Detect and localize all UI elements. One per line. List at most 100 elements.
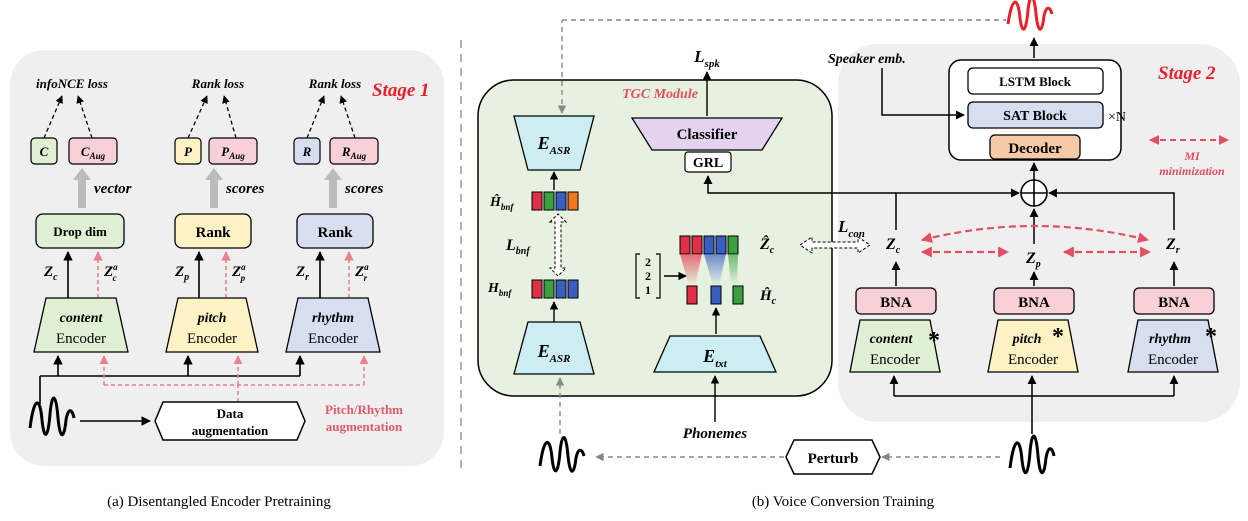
speaker-emb-label: Speaker emb. [828, 52, 906, 67]
bna-label-pitch: BNA [1018, 295, 1050, 311]
rhythm-encoder-a-name: rhythm [312, 311, 354, 326]
speaker-emb-arrow [881, 68, 965, 120]
rhythm-encoder-b-word: Encoder [1148, 352, 1198, 368]
pitch-rhythm-aug-line1: Pitch/Rhythm [325, 402, 403, 417]
grl-label: GRL [693, 156, 723, 171]
c-box-label: C [40, 144, 49, 159]
caption-a: (a) Disentangled Encoder Pretraining [107, 494, 331, 510]
input-routing-a [39, 355, 305, 426]
loss-label-rhythm: Rank loss [308, 76, 361, 91]
content-encoder-b [849, 319, 941, 373]
waveform-a-icon [28, 396, 76, 437]
bna-block-rhythm [1133, 287, 1215, 315]
zp-label-a: Zp [174, 264, 189, 283]
lstm-block [967, 67, 1104, 95]
c-aug-box [68, 137, 118, 165]
content-encoder-b-name: content [870, 332, 914, 347]
pitch-encoder-b [987, 319, 1079, 373]
data-augmentation-box [154, 401, 306, 441]
sum-connections [703, 175, 1175, 244]
perturb-label: Perturb [808, 451, 859, 467]
waveform-b-right-icon [1008, 434, 1056, 475]
decoder-block [989, 134, 1081, 160]
duration-3: 1 [645, 283, 651, 297]
rhythm-encoder-b [1127, 319, 1219, 373]
mi-label-1: MI [1183, 149, 1201, 163]
duration-vector: 2 2 1 [635, 253, 661, 299]
rhythm-encoder-a-word: Encoder [308, 331, 358, 347]
easr-top-label: EASR [537, 133, 571, 157]
h-bnf-hat-label: Ĥbnf [489, 193, 514, 212]
etxt-label: Etxt [702, 346, 728, 370]
p-aug-label: PAug [221, 144, 245, 161]
z-hat-c-label: Ẑc [759, 234, 775, 256]
decoder-label: Decoder [1008, 141, 1062, 157]
r-aug-box [329, 137, 379, 165]
p-box [174, 137, 202, 165]
h-bnf-hat-bars [531, 191, 579, 211]
r-box [293, 137, 321, 165]
easr-top [513, 115, 595, 171]
mi-z-arrows [920, 224, 1152, 258]
drop-dim-label: Drop dim [53, 224, 107, 239]
l-con-arrow [799, 236, 871, 254]
rank-label-rhythm: Rank [317, 225, 353, 241]
content-encoder-a [33, 297, 129, 353]
phonemes-label: Phonemes [683, 426, 747, 442]
sat-label: SAT Block [1003, 109, 1067, 124]
zc-label-a: Zc [43, 264, 58, 283]
classifier-label: Classifier [677, 127, 738, 143]
panel-b: Stage 2 TGC Module EASR Ĥbnf Lbnf Hbnf [477, 0, 1240, 510]
rank-block-rhythm [296, 213, 374, 249]
loss-label-content: infoNCE loss [36, 76, 108, 91]
h-hat-c-bars [686, 285, 744, 305]
scores-label-rhythm: scores [344, 181, 383, 197]
duration-2: 2 [645, 269, 651, 283]
rhythm-encoder-b-name: rhythm [1149, 332, 1191, 347]
scores-label-pitch: scores [225, 181, 264, 197]
h-hat-c-label: Ĥc [759, 287, 777, 307]
z-arrows-a [63, 251, 354, 298]
l-spk-label: Lspk [693, 47, 720, 70]
content-encoder-b-star: * [928, 328, 940, 354]
mi-label-2: minimization [1159, 164, 1225, 178]
panel-a: Stage 1 infoNCE loss Rank loss Rank loss… [10, 50, 444, 510]
grl-block [684, 151, 732, 173]
p-aug-box [208, 137, 258, 165]
pitch-encoder-b-name: pitch [1012, 332, 1042, 347]
data-aug-line2: augmentation [192, 423, 269, 438]
r-box-label: R [302, 144, 312, 159]
etxt-block [652, 335, 778, 373]
vector-label: vector [94, 181, 132, 197]
waveform-b-left-icon [538, 436, 586, 473]
gray-arrows-a [73, 168, 342, 208]
input-routing-b [889, 375, 1179, 434]
stage1-label: Stage 1 [372, 80, 430, 101]
bna-label-rhythm: BNA [1158, 295, 1190, 311]
pitch-rhythm-aug-line2: augmentation [326, 419, 403, 434]
stage2-label: Stage 2 [1158, 63, 1216, 84]
easr-bottom-label: EASR [537, 341, 571, 365]
h-bnf-bars [531, 279, 579, 299]
times-n-label: ×N [1108, 110, 1126, 125]
loss-label-pitch: Rank loss [191, 76, 244, 91]
c-aug-label: CAug [81, 144, 106, 161]
bna-block-pitch [993, 287, 1075, 315]
content-encoder-b-word: Encoder [870, 352, 920, 368]
content-encoder-a-word: Encoder [56, 331, 106, 347]
l-bnf-arrow [548, 213, 568, 277]
rank-label-pitch: Rank [195, 225, 231, 241]
pitch-encoder-a [165, 297, 259, 353]
zr-label-a: Zr [295, 264, 309, 283]
classifier-block [630, 117, 784, 151]
perturb-box [785, 439, 881, 475]
bna-label-content: BNA [880, 295, 912, 311]
bna-to-z-arrows [891, 261, 1179, 286]
duration-1: 2 [645, 255, 651, 269]
tgc-title: TGC Module [622, 87, 698, 102]
zc-label-b: Zc [885, 236, 901, 256]
pitch-encoder-a-name: pitch [197, 311, 227, 326]
